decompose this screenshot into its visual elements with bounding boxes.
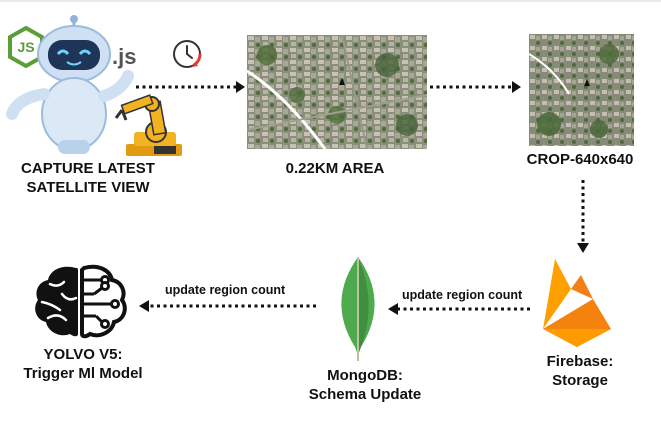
capture-label-line2: SATELLITE VIEW xyxy=(26,179,150,196)
arrowhead-area xyxy=(236,81,245,93)
firebase-label: Firebase: Storage xyxy=(525,352,635,390)
crop-label: CROP-640x640 xyxy=(526,151,634,168)
edge-label-mongodb-to-yolo: update region count xyxy=(165,283,286,297)
arrowhead-crop xyxy=(512,81,521,93)
mongodb-label: MongoDB: Schema Update xyxy=(290,366,440,404)
arrowhead-mongodb xyxy=(388,303,398,315)
crop-image xyxy=(529,34,634,146)
area-label: 0.22KM AREA xyxy=(285,160,385,177)
capture-node: JS .js xyxy=(4,14,194,164)
robot-icon xyxy=(6,15,134,154)
firebase-label-line1: Firebase: xyxy=(546,353,614,370)
capture-label-line1: CAPTURE LATEST xyxy=(21,160,155,177)
satellite-area-image xyxy=(247,35,427,149)
firebase-label-line2: Storage xyxy=(552,372,608,389)
satellite-map-icon xyxy=(247,35,427,149)
mongodb-label-line1: MongoDB: xyxy=(327,367,403,384)
edge-label-firebase-to-mongodb: update region count xyxy=(402,288,523,302)
robot-arm-icon xyxy=(114,94,182,156)
js-badge: .js xyxy=(112,44,136,69)
yolo-label-line2: Trigger Ml Model xyxy=(23,365,143,382)
arrowhead-firebase xyxy=(577,243,589,253)
capture-label: CAPTURE LATEST SATELLITE VIEW xyxy=(8,159,168,197)
clock-icon xyxy=(170,37,204,71)
mongodb-label-line2: Schema Update xyxy=(308,386,422,403)
nodejs-icon: JS xyxy=(8,25,44,69)
yolo-label: YOLVO V5: Trigger Ml Model xyxy=(8,345,158,383)
brain-circuit-icon xyxy=(32,262,130,340)
top-divider xyxy=(0,0,661,2)
crop-map-icon xyxy=(529,34,634,146)
yolo-label-line1: YOLVO V5: xyxy=(43,346,123,363)
svg-text:JS: JS xyxy=(17,39,34,55)
arrowhead-yolo xyxy=(139,300,149,312)
mongodb-leaf-icon xyxy=(333,255,383,363)
firebase-icon xyxy=(537,253,617,349)
